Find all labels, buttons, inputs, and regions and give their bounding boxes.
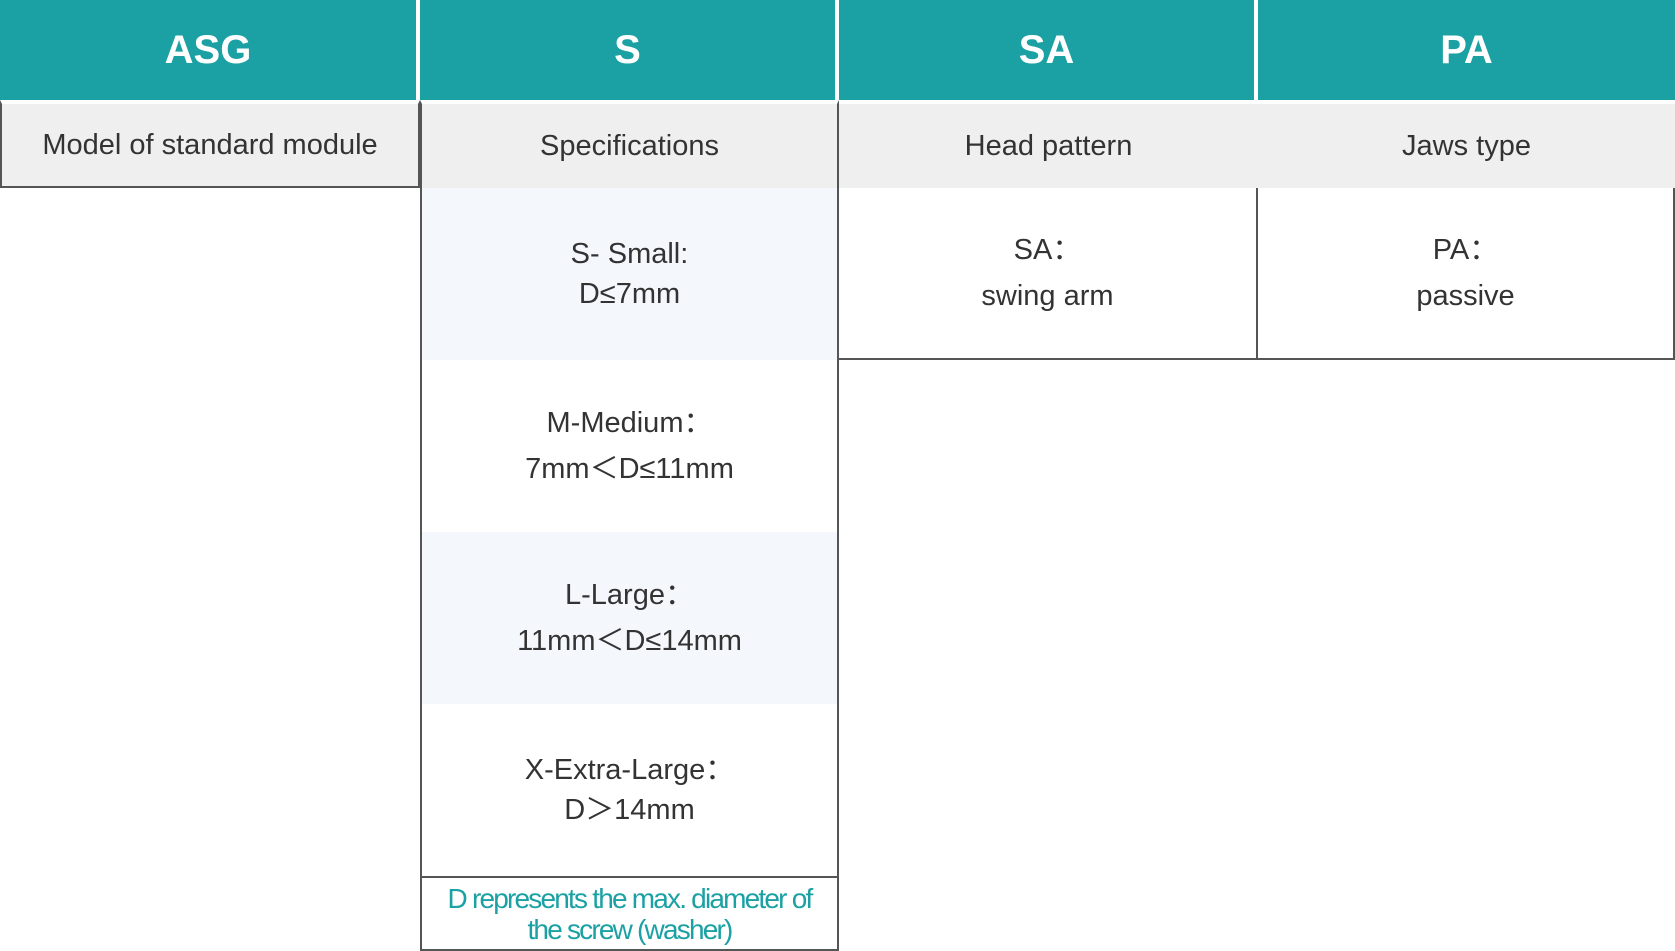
spec-extra-large-name: X-Extra-Large：	[524, 754, 735, 786]
head-pattern-value: SA： swing arm	[839, 188, 1258, 360]
jaws-type-value: PA： passive	[1258, 188, 1675, 360]
column-specifications: S Specifications S- Small: D≤7mm M-Mediu…	[420, 0, 839, 951]
spec-medium: M-Medium： 7mm＜D≤11mm	[422, 360, 837, 532]
jaws-type-desc: passive	[1416, 280, 1515, 312]
diameter-note-line1: D represents the max. diameter of	[447, 882, 814, 914]
column-model: ASG Model of standard module	[0, 0, 420, 188]
head-pattern-code: SA：	[1013, 234, 1082, 266]
spec-large-name: L-Large：	[565, 579, 694, 611]
column-head-pattern: SA Head pattern SA： swing arm	[839, 0, 1258, 360]
spec-small-name: S- Small:	[570, 238, 689, 270]
spec-small-range: D≤7mm	[578, 278, 681, 310]
spec-small: S- Small: D≤7mm	[422, 188, 837, 360]
header-pa: PA	[1258, 0, 1675, 100]
label-head-pattern: Head pattern	[839, 100, 1258, 188]
spec-large: L-Large： 11mm＜D≤14mm	[422, 532, 837, 704]
diameter-note-line2: the screw (washer)	[527, 913, 733, 945]
spec-extra-large: X-Extra-Large： D＞14mm	[422, 704, 837, 876]
spec-large-range: 11mm＜D≤14mm	[517, 625, 742, 657]
spec-list: S- Small: D≤7mm M-Medium： 7mm＜D≤11mm L-L…	[420, 188, 839, 876]
head-pattern-desc: swing arm	[981, 280, 1114, 312]
header-sa: SA	[839, 0, 1258, 100]
diameter-note: D represents the max. diameter of the sc…	[420, 876, 839, 951]
header-asg: ASG	[0, 0, 420, 100]
label-jaws-type: Jaws type	[1258, 100, 1675, 188]
spec-extra-large-range: D＞14mm	[564, 794, 695, 826]
label-specifications: Specifications	[420, 100, 839, 188]
label-model-of-standard-module: Model of standard module	[0, 100, 420, 188]
column-jaws-type: PA Jaws type PA： passive	[1258, 0, 1675, 360]
jaws-type-code: PA：	[1432, 234, 1499, 266]
header-s: S	[420, 0, 839, 100]
spec-medium-range: 7mm＜D≤11mm	[525, 453, 734, 485]
spec-medium-name: M-Medium：	[546, 407, 713, 439]
